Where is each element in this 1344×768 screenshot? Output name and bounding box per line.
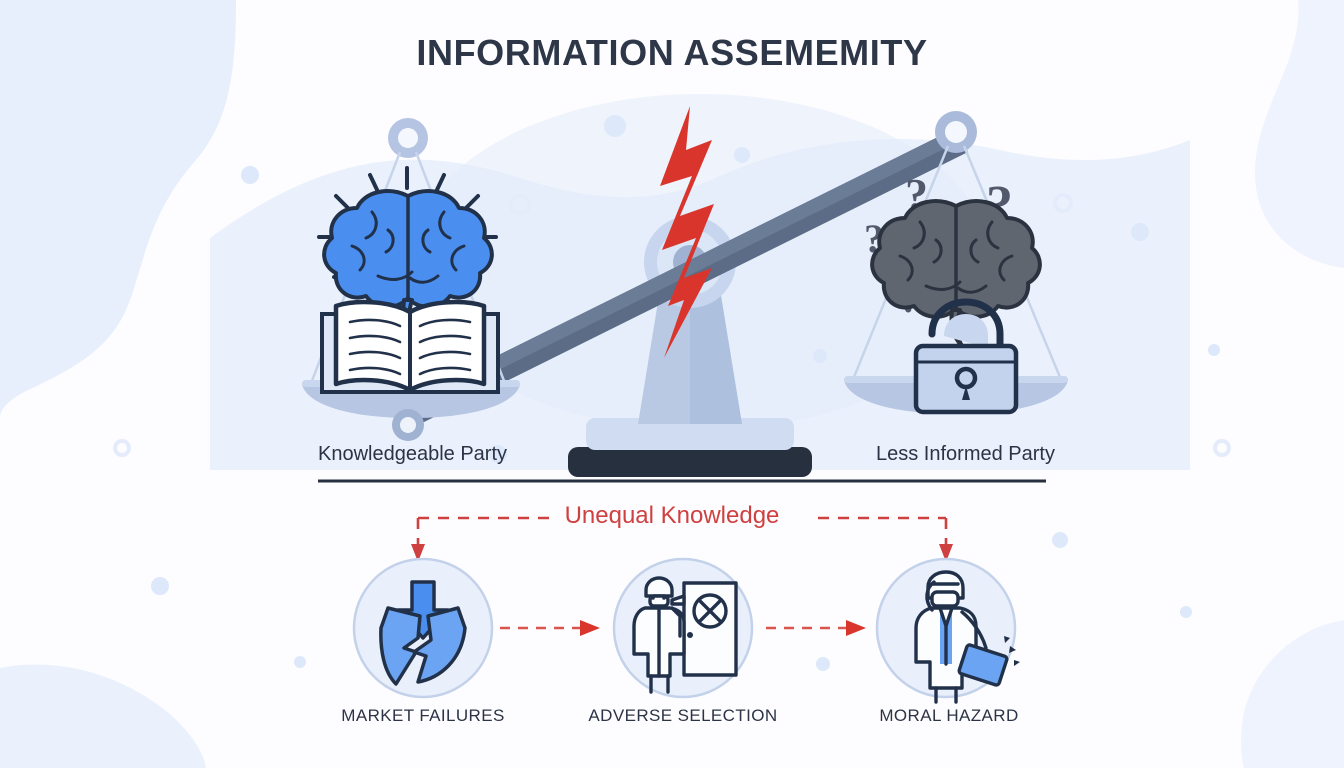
decorative-rings — [113, 193, 1231, 457]
consequence-label-moral-hazard: MORAL HAZARD — [879, 706, 1019, 725]
left-pan-ring-inner — [400, 417, 416, 433]
person-dropping-wallet-icon — [914, 570, 1020, 704]
arrow-head-right — [939, 544, 953, 562]
scale-right-side: ? ? ? ? ? — [844, 111, 1068, 415]
scale-base-slab — [568, 447, 812, 477]
page-title: INFORMATION ASSEMEMITY — [416, 32, 928, 73]
blob-top-left — [0, 0, 236, 418]
blob-bottom-right — [1241, 620, 1344, 768]
person-door-x-icon — [632, 576, 738, 694]
consequence-item-moral-hazard[interactable] — [875, 557, 1020, 704]
blob-top-right — [1254, 0, 1344, 268]
padlock-icon — [913, 298, 1019, 415]
blob-bottom-left — [0, 664, 206, 768]
arrow-head-left — [411, 544, 425, 562]
unequal-knowledge-label: Unequal Knowledge — [564, 502, 780, 529]
arrow-head-flow-2 — [846, 620, 866, 636]
brain-icon-informed — [322, 189, 494, 338]
scale-left-side — [302, 118, 520, 441]
balance-scale: ? ? ? ? ? — [302, 106, 1068, 477]
arrow-head-flow-1 — [580, 620, 600, 636]
consequence-item-market-failures[interactable] — [352, 557, 494, 699]
decorative-dots — [151, 115, 1220, 671]
consequence-label-adverse-selection: ADVERSE SELECTION — [588, 706, 778, 725]
scale-label-knowledgeable-party: Knowledgeable Party — [318, 443, 508, 465]
lightning-bolt-icon — [660, 106, 714, 358]
left-hanger-ring-inner — [398, 128, 418, 148]
scale-label-less-informed-party: Less Informed Party — [876, 443, 1055, 465]
open-book-icon — [320, 299, 500, 394]
consequence-item-adverse-selection[interactable] — [612, 557, 754, 699]
scale-base-plinth — [586, 418, 794, 450]
consequence-label-market-failures: MARKET FAILURES — [341, 706, 505, 725]
right-hanger-ring-inner — [945, 121, 967, 143]
broken-shield-down-arrow-icon — [379, 580, 467, 686]
brain-icon-uninformed — [870, 199, 1042, 348]
unequal-knowledge-connectors — [416, 516, 948, 544]
